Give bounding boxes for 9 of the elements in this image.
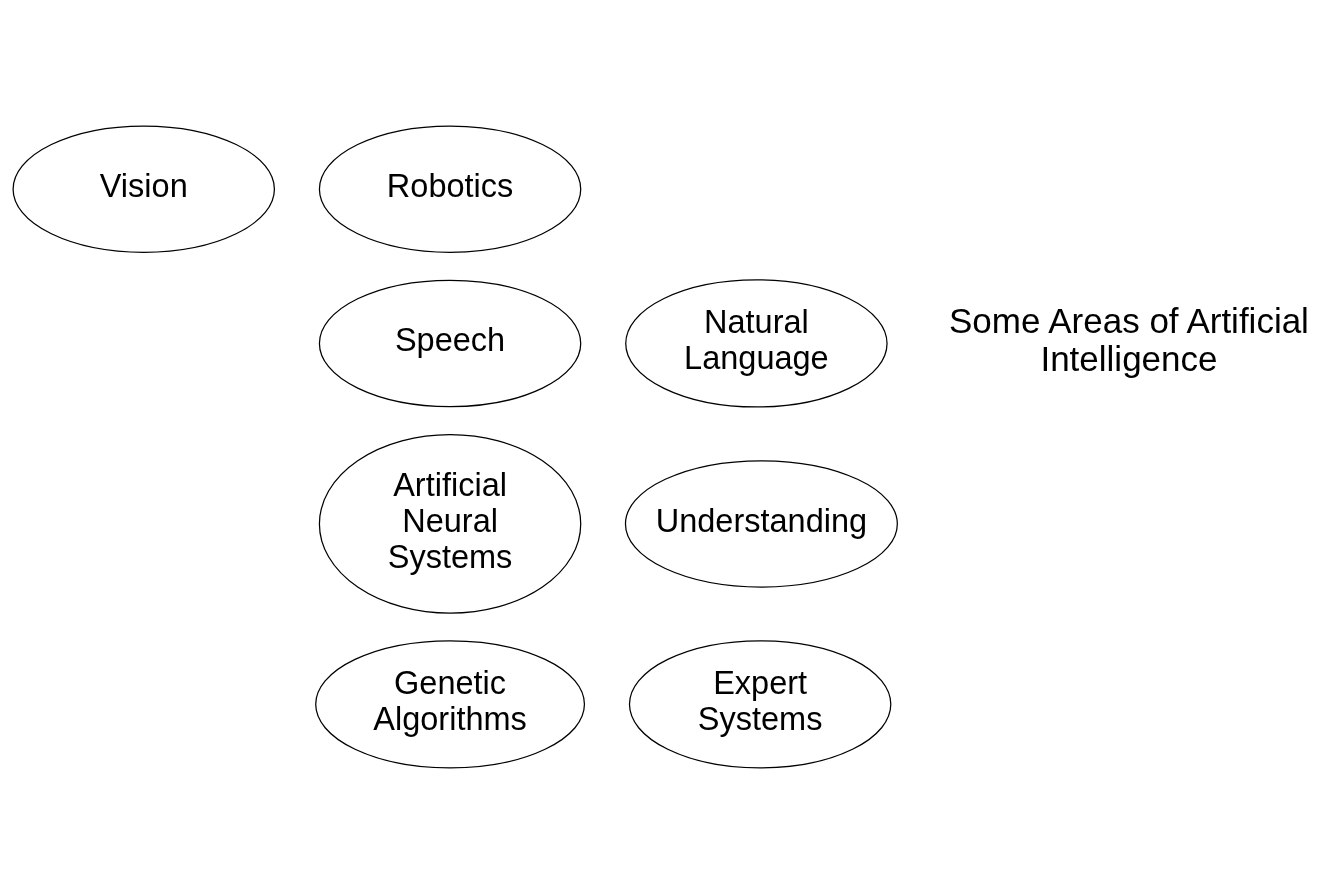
- node-ellipse: Speech: [318, 279, 582, 408]
- node-ellipse: Robotics: [318, 125, 582, 253]
- label: Some Areas of Artificial Intelligence: [949, 300, 1309, 379]
- node-ellipse: Vision: [12, 125, 276, 253]
- node-ellipse: Genetic Algorithms: [315, 640, 586, 769]
- node-ellipse: Artificial Neural Systems: [318, 434, 582, 614]
- node-ellipse: Expert Systems: [628, 640, 892, 769]
- node-ellipse: Understanding: [624, 460, 898, 588]
- node-ellipse: Natural Language: [625, 279, 888, 408]
